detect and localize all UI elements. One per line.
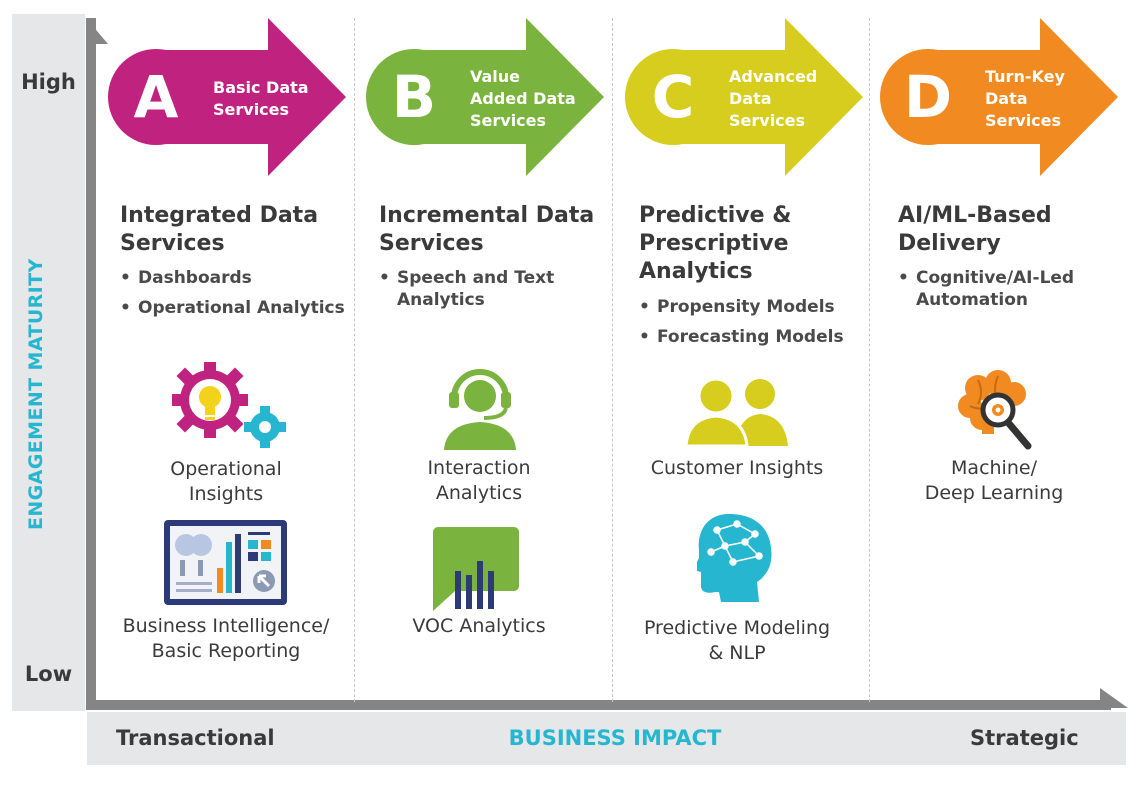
banner-d-label: Turn-Key Data Services: [985, 67, 1065, 130]
banner-b-letter: B: [391, 63, 437, 131]
column-d-bullets: Cognitive/AI-Led Automation: [898, 267, 1123, 319]
banner-c: C Advanced Data Services: [625, 16, 865, 176]
caption-voc-analytics: VOC Analytics: [412, 615, 546, 637]
bi-dashboard-icon: [164, 520, 287, 605]
banner-c-letter: C: [651, 63, 695, 131]
caption-customer-insights: Customer Insights: [650, 457, 824, 479]
bullet-item: Cognitive/AI-Led Automation: [898, 267, 1123, 311]
bullet-item: Speech and Text Analytics: [379, 267, 609, 311]
x-axis-band: [87, 712, 1126, 765]
y-axis-high-label: High: [21, 70, 76, 94]
caption-business-intelligence: Business Intelligence/ Basic Reporting: [122, 615, 330, 662]
users-icon: [684, 377, 788, 446]
banner-b: B Value Added Data Services: [366, 16, 606, 176]
column-b-title: Incremental Data Services: [379, 203, 595, 256]
banner-a-label: Basic Data Services: [213, 78, 309, 119]
column-a-title: Integrated Data Services: [120, 203, 319, 256]
y-axis-line: [86, 18, 96, 708]
y-axis-low-label: Low: [24, 662, 73, 686]
y-axis-title: ENGAGEMENT MATURITY: [25, 258, 47, 530]
banner-a-letter: A: [133, 63, 179, 131]
x-axis-right-label: Strategic: [970, 726, 1079, 750]
y-axis-arrowhead: [86, 18, 108, 44]
column-separator: [869, 18, 870, 702]
column-separator: [354, 18, 355, 702]
caption-interaction-analytics: Interaction Analytics: [427, 457, 531, 504]
column-separator: [612, 18, 613, 702]
x-axis-title: BUSINESS IMPACT: [508, 726, 722, 750]
caption-machine-deep-learning: Machine/ Deep Learning: [924, 457, 1064, 504]
banner-d-letter: D: [903, 63, 953, 131]
y-axis-band: [12, 14, 85, 711]
banner-b-label: Value Added Data Services: [470, 67, 576, 130]
speech-bubble-bars-icon: [433, 527, 519, 611]
banner-a: A Basic Data Services: [108, 16, 348, 176]
column-c-bullets: Propensity Models Forecasting Models: [639, 296, 864, 356]
brain-magnifier-icon: [958, 370, 1032, 450]
bullet-item: Forecasting Models: [639, 326, 864, 348]
column-b-bullets: Speech and Text Analytics: [379, 267, 609, 319]
banner-d: D Turn-Key Data Services: [880, 16, 1120, 176]
x-axis-left-label: Transactional: [116, 726, 275, 750]
column-d-title: AI/ML-Based Delivery: [898, 203, 1052, 256]
headset-agent-icon: [444, 369, 516, 450]
x-axis-arrowhead: [1100, 688, 1128, 708]
x-axis-line: [86, 700, 1111, 710]
gears-bulb-icon: [172, 362, 286, 448]
bullet-item: Operational Analytics: [120, 297, 350, 319]
bullet-item: Propensity Models: [639, 296, 864, 318]
caption-predictive-modeling: Predictive Modeling & NLP: [643, 617, 831, 664]
column-a-bullets: Dashboards Operational Analytics: [120, 267, 350, 327]
head-network-icon: [697, 514, 772, 602]
bullet-item: Dashboards: [120, 267, 350, 289]
banner-c-label: Advanced Data Services: [729, 67, 818, 130]
column-c-title: Predictive & Prescriptive Analytics: [639, 203, 792, 284]
caption-operational-insights: Operational Insights: [170, 458, 282, 505]
